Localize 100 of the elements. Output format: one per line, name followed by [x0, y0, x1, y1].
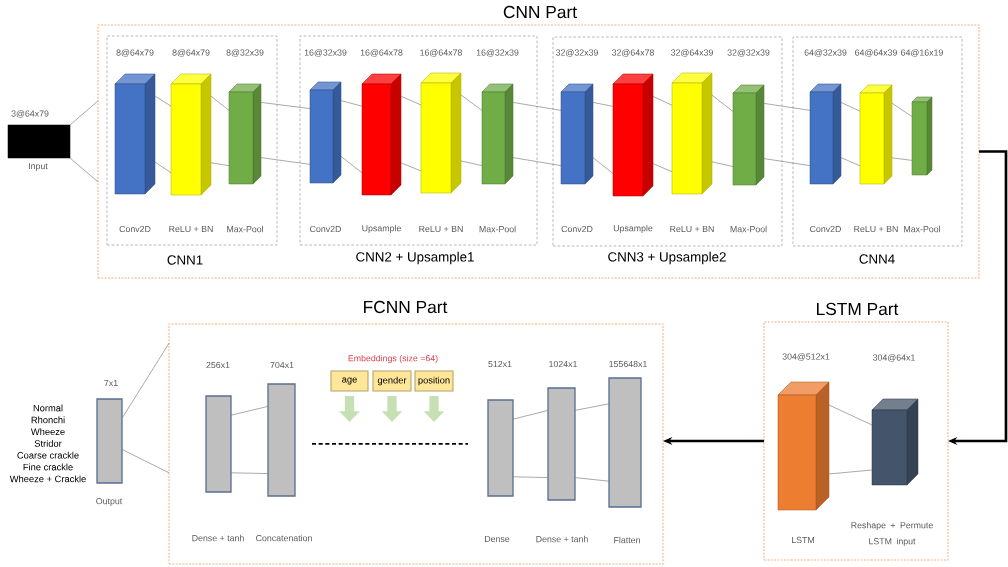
connection-line — [154, 95, 172, 107]
layer-name: LSTM — [792, 536, 814, 544]
connection-line — [652, 163, 673, 173]
connection-line — [840, 157, 861, 167]
connection-line — [828, 469, 873, 475]
dense-layer-bar — [487, 399, 514, 497]
connection-line — [512, 476, 549, 478]
connection-line — [69, 157, 99, 183]
dimension-label: 32@32x39 — [727, 49, 770, 57]
class-name: Rhonchi — [31, 416, 65, 424]
layer-name: Upsample — [362, 224, 401, 234]
dimension-label: 64@16x19 — [901, 49, 943, 57]
connection-line — [460, 94, 483, 111]
dimension-label: 32@64x78 — [612, 49, 654, 57]
connection-line — [711, 161, 734, 167]
connection-line — [763, 158, 811, 166]
embedding-box: gender — [372, 370, 412, 392]
connection-line — [210, 95, 230, 111]
node-label: CNN4 — [859, 254, 895, 264]
connection-line — [460, 160, 483, 166]
embedding-box: position — [414, 370, 454, 392]
connection-line — [210, 162, 230, 166]
dimension-label: 8@32x39 — [226, 49, 264, 57]
connection-line — [840, 102, 861, 112]
connection-line — [400, 162, 422, 172]
dimension-label: 32@32x39 — [556, 49, 598, 57]
connection-line — [121, 342, 170, 419]
class-name: Wheeze — [30, 428, 65, 435]
layer-block — [612, 73, 654, 197]
layer-block — [859, 84, 893, 185]
connection-line — [891, 157, 913, 161]
class-name: Coarse crackle — [17, 451, 79, 459]
layer-name: ReLU + BN — [169, 225, 213, 233]
connection-line — [574, 403, 610, 411]
dense-layer-bar — [96, 398, 123, 484]
layer-block — [560, 83, 594, 185]
layer-name: Dense + tanh — [536, 535, 588, 543]
class-name: Stridor — [34, 440, 62, 447]
dimension-label: 512x1 — [488, 360, 512, 368]
embedding-box: age — [330, 370, 369, 392]
node-label: LSTM Part — [817, 302, 899, 316]
node-label: FCNN Part — [364, 300, 448, 314]
dimension-label: 256x1 — [206, 361, 230, 369]
connection-line — [891, 102, 913, 117]
connection-line — [574, 477, 610, 482]
layer-name: Max-Pool — [479, 225, 516, 233]
layer-name: Upsample — [613, 224, 653, 234]
connection-line — [121, 449, 170, 474]
layer-block — [361, 73, 402, 196]
layer-block — [228, 83, 262, 185]
layer-name: Conv2D — [119, 225, 151, 233]
layer-name: Max-Pool — [227, 225, 263, 233]
layer-block — [777, 381, 830, 511]
connection-line — [652, 96, 673, 106]
dimension-label: 3@64x79 — [11, 110, 49, 118]
layer-block — [732, 84, 765, 186]
dimension-label: 64@64x39 — [855, 49, 897, 57]
layer-block — [871, 398, 919, 486]
dimension-label: 16@32x39 — [304, 49, 347, 57]
layer-block — [420, 72, 462, 194]
connection-line — [512, 157, 562, 166]
layer-name: Dense + tanh — [192, 534, 244, 542]
layer-block — [671, 72, 713, 195]
connection-line — [154, 161, 172, 174]
dimension-label: 7x1 — [104, 379, 118, 386]
connection-line — [828, 404, 873, 426]
dimension-label: 155648x1 — [609, 360, 647, 368]
layer-name: Conv2D — [561, 225, 593, 233]
dashed-line — [311, 443, 469, 445]
layer-block — [809, 83, 842, 185]
layer-block — [911, 96, 933, 176]
dimension-label: 16@64x78 — [360, 49, 403, 57]
connection-line — [763, 103, 811, 111]
block-caption: Input — [29, 163, 48, 171]
node-label: CNN3 + Upsample2 — [608, 251, 726, 265]
connection-line — [512, 102, 562, 111]
connection-line — [260, 157, 311, 165]
layer-block — [170, 73, 212, 196]
layer-name: Max-Pool — [904, 225, 940, 233]
layer-name: Conv2D — [310, 225, 341, 233]
connection-line — [400, 95, 422, 106]
dimension-label: 16@64x78 — [420, 49, 462, 57]
dense-layer-bar — [205, 395, 232, 493]
dense-layer-bar — [547, 387, 576, 501]
layer-block — [309, 81, 342, 184]
layer-name: ReLU + BN — [419, 225, 463, 233]
node-label: CNN1 — [167, 255, 203, 265]
layer-name: Dense — [485, 535, 510, 543]
dimension-label: 8@64x79 — [172, 49, 210, 57]
layer-block — [481, 83, 514, 185]
connection-line — [592, 157, 614, 174]
dimension-label: 304@512x1 — [782, 353, 830, 361]
class-name: Fine crackle — [23, 463, 73, 471]
layer-name: Max-Pool — [730, 225, 767, 233]
block-caption: Output — [96, 498, 123, 506]
input-block — [7, 124, 71, 159]
connection-line — [260, 102, 311, 109]
class-name: Normal — [33, 404, 63, 412]
layer-name: Reshape + Permute LSTM input — [851, 521, 933, 547]
dimension-label: 16@32x39 — [476, 49, 519, 57]
